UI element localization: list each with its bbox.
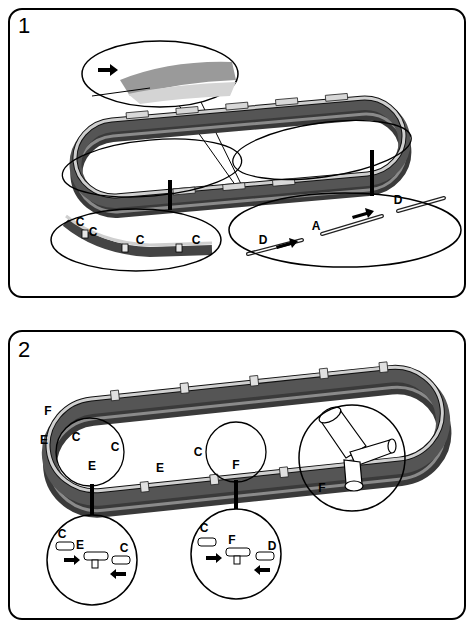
part-letter: E bbox=[156, 462, 164, 474]
leader-bar bbox=[90, 484, 94, 515]
detail-callout: F bbox=[298, 404, 406, 512]
part-letter: C bbox=[136, 234, 145, 246]
detail-callout: CEC bbox=[46, 514, 138, 606]
zoom-circle bbox=[56, 418, 124, 486]
tee-connector bbox=[317, 404, 396, 491]
direction-arrow bbox=[206, 553, 222, 563]
part-letter: F bbox=[318, 482, 325, 494]
step-panel: 2CECCFDF bbox=[8, 330, 466, 620]
part-letter: A bbox=[312, 220, 321, 232]
detail-callout bbox=[82, 41, 238, 107]
rail-detail bbox=[128, 82, 236, 104]
rod-detail bbox=[248, 198, 444, 254]
zoom-ellipse bbox=[60, 132, 244, 203]
zoom-ellipse bbox=[229, 111, 415, 190]
leader-bar bbox=[370, 150, 374, 196]
direction-arrow bbox=[352, 208, 374, 219]
zoom-circle bbox=[206, 422, 266, 482]
part-letter: D bbox=[394, 194, 403, 206]
part-letter: E bbox=[88, 460, 96, 472]
detail-callout: CCCC bbox=[50, 208, 222, 272]
rod-detail bbox=[92, 88, 150, 96]
part-letter: D bbox=[259, 234, 268, 246]
callout-outline bbox=[191, 509, 281, 599]
callout-outline bbox=[51, 209, 221, 271]
direction-arrow bbox=[64, 555, 80, 565]
part-letter: C bbox=[76, 216, 85, 228]
part-letter: C bbox=[89, 226, 98, 238]
part-letter: C bbox=[192, 234, 201, 246]
fitting-detail bbox=[56, 542, 130, 568]
part-letter: D bbox=[268, 540, 277, 552]
step-panel: 1CCCCDAD bbox=[8, 8, 466, 298]
part-letter: C bbox=[194, 446, 203, 458]
part-letter: C bbox=[72, 431, 81, 443]
step-number: 1 bbox=[18, 15, 30, 37]
rail-detail bbox=[66, 216, 212, 245]
direction-arrow bbox=[276, 238, 298, 249]
pool-frame bbox=[43, 357, 449, 516]
part-letter: C bbox=[120, 542, 129, 554]
callout-outline bbox=[47, 515, 137, 605]
part-letter: E bbox=[40, 434, 48, 446]
part-letter: C bbox=[111, 441, 120, 453]
part-letter: F bbox=[232, 459, 239, 471]
callout-outline bbox=[298, 404, 406, 512]
part-letter: E bbox=[76, 539, 84, 551]
step-number: 2 bbox=[18, 339, 30, 361]
leader-bar bbox=[168, 180, 172, 210]
direction-arrow bbox=[98, 64, 118, 76]
part-letter: F bbox=[228, 534, 235, 546]
direction-arrow bbox=[110, 569, 126, 579]
part-letter: C bbox=[58, 528, 67, 540]
callout-outline bbox=[228, 192, 462, 268]
detail-callout: D A D bbox=[228, 192, 462, 268]
detail-callout: C F D bbox=[190, 508, 282, 600]
direction-arrow bbox=[254, 565, 270, 575]
fitting-detail bbox=[198, 538, 274, 564]
rail-detail bbox=[66, 222, 212, 252]
part-letter: C bbox=[200, 522, 209, 534]
callout-outline bbox=[299, 405, 405, 511]
callout-outline bbox=[229, 193, 461, 267]
part-letter: F bbox=[44, 405, 51, 417]
pool-frame bbox=[71, 89, 408, 215]
leader-bar bbox=[234, 480, 238, 509]
